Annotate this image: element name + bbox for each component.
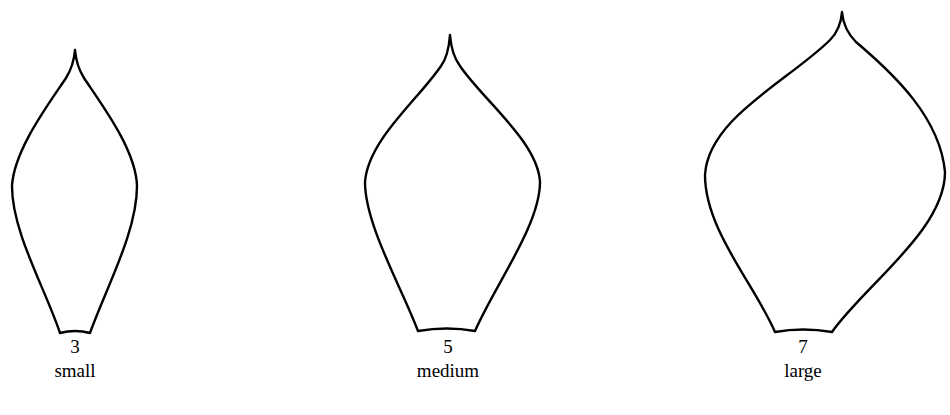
size-number: 5	[443, 337, 453, 358]
large-leaf-outline	[705, 12, 945, 332]
small-leaf-outline	[12, 50, 137, 333]
size-number: 3	[70, 337, 80, 358]
size-name: small	[54, 361, 95, 382]
medium-leaf-outline	[365, 35, 540, 331]
size-number: 7	[798, 337, 808, 358]
size-name: medium	[417, 361, 479, 382]
size-name: large	[784, 361, 822, 382]
